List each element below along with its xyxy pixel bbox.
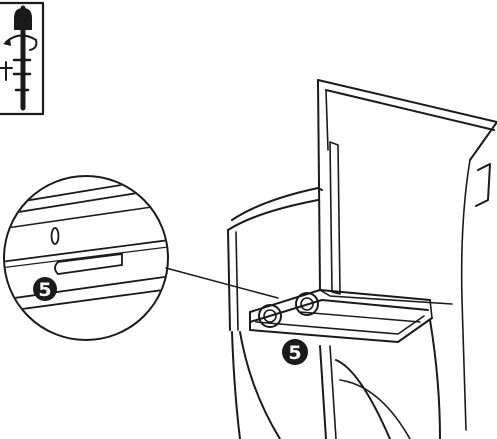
- step-callout-main-label: 5: [288, 342, 301, 364]
- inset-frame: [0, 1, 45, 116]
- bolt-connection-left: [258, 304, 282, 328]
- bolt-connection-right: [295, 292, 319, 316]
- leader-line: [165, 267, 279, 299]
- step-callout-detail: 5: [33, 277, 57, 301]
- chair-drawing: [227, 79, 497, 439]
- screwdriver-rotate-icon: [0, 5, 38, 111]
- tool-inset-panel: [0, 1, 45, 116]
- bolt-hole: [50, 227, 60, 245]
- step-callout-main: 5: [282, 339, 308, 365]
- step-callout-detail-label: 5: [38, 279, 51, 301]
- step-number-badge: [282, 339, 308, 365]
- bolt-shaft: [54, 252, 123, 275]
- step-number-badge: [33, 277, 57, 301]
